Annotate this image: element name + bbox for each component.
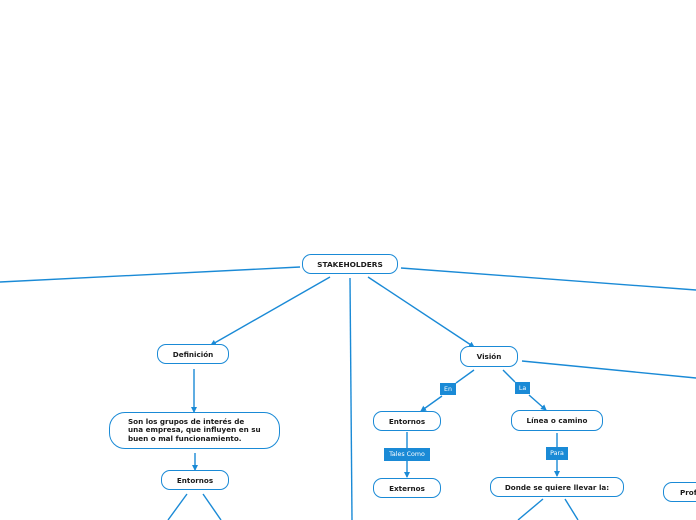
root-node-stakeholders[interactable]: STAKEHOLDERS	[302, 254, 398, 274]
line-donde-b	[564, 498, 579, 520]
node-linea-o-camino[interactable]: Línea o camino	[511, 410, 603, 431]
line-vision-right-offscreen	[521, 360, 696, 379]
node-definicion-text[interactable]: Son los grupos de interés de una empresa…	[109, 412, 280, 449]
line-donde-a	[517, 498, 544, 520]
line-root-down	[349, 277, 353, 520]
node-externos[interactable]: Externos	[373, 478, 441, 498]
line-vision-la	[502, 369, 516, 383]
line-root-definicion	[210, 276, 331, 346]
node-definicion[interactable]: Definición	[157, 344, 229, 364]
line-root-right-offscreen	[400, 267, 696, 291]
line-vision-en	[455, 369, 475, 384]
line-entornos-left-b	[202, 493, 222, 520]
node-donde-se-quiere-llevar[interactable]: Donde se quiere llevar la:	[490, 477, 624, 497]
line-la-linea	[528, 394, 547, 411]
connector-tales-como[interactable]: Tales Como	[384, 448, 430, 461]
node-entornos-left[interactable]: Entornos	[161, 470, 229, 490]
line-entornos-left-a	[167, 493, 188, 520]
line-en-entornos	[420, 395, 443, 412]
node-vision[interactable]: Visión	[460, 346, 518, 367]
line-root-vision	[367, 276, 475, 348]
connector-la[interactable]: La	[515, 382, 530, 394]
node-prof-partial[interactable]: Prof	[663, 482, 696, 502]
line-root-left-offscreen	[0, 266, 301, 283]
node-entornos-right[interactable]: Entornos	[373, 411, 441, 431]
connector-para[interactable]: Para	[546, 447, 568, 460]
connector-en[interactable]: En	[440, 383, 456, 395]
